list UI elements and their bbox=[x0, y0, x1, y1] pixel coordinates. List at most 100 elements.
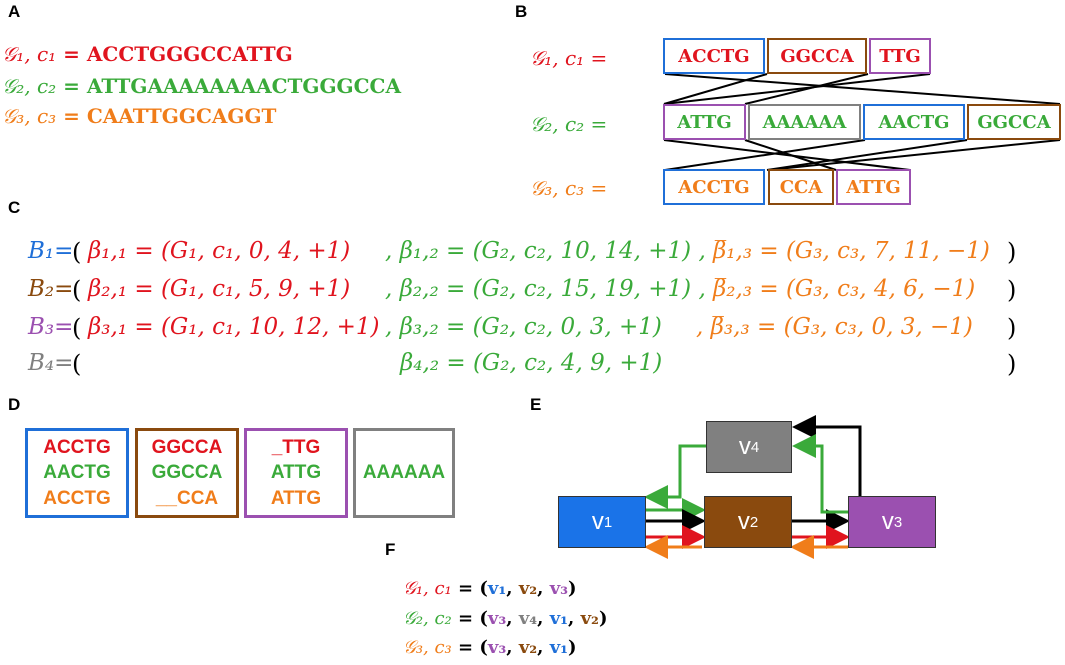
panel-a-row-2: 𝒢₂, c₂ = ATTGAAAAAAAACTGGGCCA bbox=[2, 74, 401, 99]
block-label-b4: B₄= bbox=[28, 350, 74, 376]
block-box-b3: _TTG ATTG ATTG bbox=[244, 428, 348, 518]
path-node: v₃ bbox=[487, 608, 507, 629]
panel-label-d: D bbox=[8, 395, 21, 414]
equals-sign: = bbox=[56, 42, 87, 66]
segment-box: ACCTG bbox=[663, 38, 765, 74]
block-label-b3: B₃= bbox=[28, 314, 74, 340]
block-box-b1: ACCTG AACTG ACCTG bbox=[25, 428, 129, 518]
path-row-2: 𝒢₂, c₂ = (v₃, v₄, v₁, v₂) bbox=[403, 608, 608, 629]
equals-sign: = bbox=[56, 74, 87, 98]
beta-1-1: β₁,₁ = (G₁, c₁, 0, 4, +1) bbox=[88, 238, 351, 264]
beta-2-3: β̅₂,₃ = (G₃, c₃, 4, 6, −1) bbox=[713, 276, 976, 302]
panel-label-b: B bbox=[515, 2, 528, 21]
panel-b-label-3: 𝒢₃, c₃ = bbox=[530, 176, 608, 200]
node-subscript: 1 bbox=[603, 513, 613, 531]
connector-line bbox=[766, 139, 968, 171]
panel-label-e: E bbox=[530, 395, 542, 414]
node-subscript: 4 bbox=[750, 438, 760, 456]
equals-open: = ( bbox=[451, 637, 488, 658]
block-line: GGCCA bbox=[151, 436, 223, 458]
path-node: v₃ bbox=[487, 637, 507, 658]
panel-label-c: C bbox=[8, 198, 21, 217]
block-line: AACTG bbox=[43, 462, 111, 484]
beta-3-1: β₃,₁ = (G₁, c₁, 10, 12, +1) bbox=[88, 314, 380, 340]
equals-open: = ( bbox=[451, 608, 488, 629]
block-line: GGCCA bbox=[151, 462, 223, 484]
beta-2-1: β₂,₁ = (G₁, c₁, 5, 9, +1) bbox=[88, 276, 351, 302]
path-node: v₄ bbox=[518, 608, 538, 629]
open-paren: ( bbox=[72, 238, 82, 266]
block-box-b2: GGCCA GGCCA __CCA bbox=[135, 428, 239, 518]
segment-box: TTG bbox=[869, 38, 931, 74]
segment-box: ATTG bbox=[663, 104, 746, 140]
equals-sign: = bbox=[56, 104, 87, 128]
path-row-3: 𝒢₃, c₃ = (v₃, v₂, v₁) bbox=[403, 637, 577, 658]
open-paren: ( bbox=[72, 350, 82, 378]
panel-b-label-2: 𝒢₂, c₂ = bbox=[530, 112, 608, 136]
beta-3-3: , β̅₃,₃ = (G₃, c₃, 0, 3, −1) bbox=[696, 314, 973, 340]
segment-box: AAAAAA bbox=[748, 104, 861, 140]
edge-arrow bbox=[792, 434, 848, 514]
segment-box: ACCTG bbox=[663, 169, 765, 205]
block-label-b2: B₂= bbox=[28, 276, 74, 302]
path-row-1: 𝒢₁, c₁ = (v₁, v₂, v₃) bbox=[403, 578, 577, 599]
genome-label: 𝒢₁, c₁ bbox=[403, 578, 452, 599]
beta-2-2: , β₂,₂ = (G₂, c₂, 15, 19, +1) , bbox=[385, 276, 706, 302]
genome-1-label: 𝒢₁, c₁ bbox=[2, 42, 57, 66]
block-line: AAAAAA bbox=[362, 462, 446, 484]
beta-1-3: β̅₁,₃ = (G₃, c₃, 7, 11, −1) bbox=[713, 238, 990, 264]
connector-line bbox=[744, 73, 869, 105]
block-box-b4: AAAAAA bbox=[353, 428, 455, 518]
close-paren: ) bbox=[598, 608, 608, 629]
connector-line bbox=[664, 139, 866, 171]
equals-open: = ( bbox=[451, 578, 488, 599]
close-paren: ) bbox=[568, 637, 577, 658]
edge-arrow bbox=[792, 415, 862, 497]
genome-3-label: 𝒢₃, c₃ bbox=[2, 104, 57, 128]
connector-line bbox=[664, 73, 1061, 105]
node-label: v bbox=[737, 508, 750, 535]
block-line: ACCTG bbox=[43, 487, 111, 509]
path-node: v₁ bbox=[549, 608, 569, 629]
connector-line bbox=[663, 73, 931, 105]
connector-line bbox=[767, 139, 1061, 171]
panel-label-a: A bbox=[8, 2, 21, 21]
panel-a-row-3: 𝒢₃, c₃ = CAATTGGCAGGT bbox=[2, 104, 276, 129]
node-subscript: 3 bbox=[893, 513, 903, 531]
path-node: v₁ bbox=[487, 578, 507, 599]
genome-2-label: 𝒢₂, c₂ bbox=[2, 74, 57, 98]
genome-label: 𝒢₃, c₃ bbox=[403, 637, 452, 658]
block-line: ACCTG bbox=[43, 436, 111, 458]
genome-label: 𝒢₂, c₂ bbox=[403, 608, 452, 629]
connector-line bbox=[663, 73, 768, 105]
node-subscript: 2 bbox=[749, 513, 759, 531]
close-paren: ) bbox=[1007, 276, 1017, 304]
path-node: v₂ bbox=[518, 637, 538, 658]
segment-box: GGCCA bbox=[767, 38, 867, 74]
block-line: __CCA bbox=[155, 487, 219, 509]
close-paren: ) bbox=[1007, 238, 1017, 266]
connector-line bbox=[663, 139, 911, 171]
node-label: v bbox=[738, 433, 751, 460]
node-label: v bbox=[881, 508, 894, 535]
open-paren: ( bbox=[72, 276, 82, 304]
block-line: ATTG bbox=[270, 487, 322, 509]
close-paren: ) bbox=[1007, 314, 1017, 342]
path-node: v₂ bbox=[580, 608, 599, 629]
edge-arrow bbox=[644, 444, 706, 509]
sequence-2: ATTGAAAAAAAACTGGGCCA bbox=[86, 74, 401, 98]
segment-box: AACTG bbox=[863, 104, 965, 140]
panel-b-label-1: 𝒢₁, c₁ = bbox=[530, 46, 608, 70]
beta-3-2: , β₃,₂ = (G₂, c₂, 0, 3, +1) bbox=[385, 314, 662, 340]
segment-box: CCA bbox=[768, 169, 834, 205]
block-label-b1: B₁= bbox=[28, 238, 74, 264]
node-label: v bbox=[591, 508, 604, 535]
close-paren: ) bbox=[568, 578, 577, 599]
path-node: v₂ bbox=[518, 578, 538, 599]
panel-label-f: F bbox=[385, 540, 396, 559]
